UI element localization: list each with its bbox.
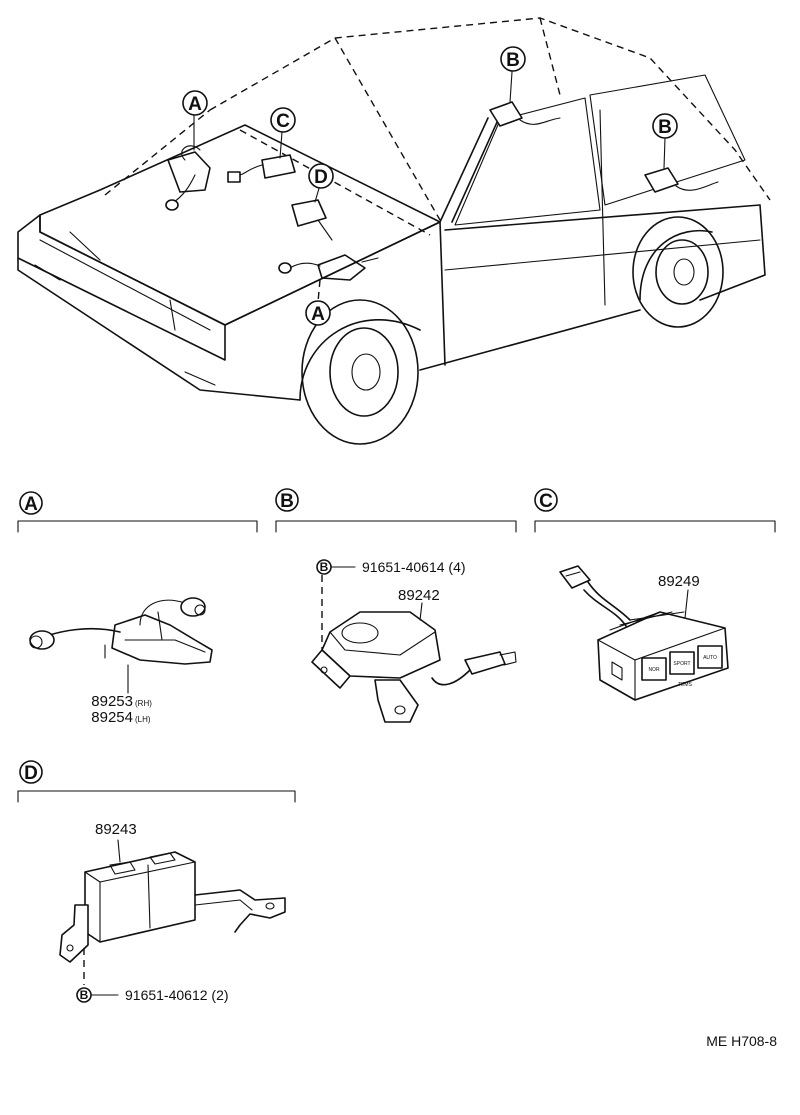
section-d: D 89243 B 91651-40612 (2) [17,760,296,1003]
svg-text:B: B [506,50,520,71]
part-side-rh: (RH) [135,699,152,708]
callout-d: D [308,163,334,189]
svg-text:B: B [658,117,672,138]
tems-switch-drawing: NOR SPORT AUTO TEMS [597,611,729,701]
car-sensor-a-top [165,114,211,211]
switch-label-auto: AUTO [703,655,717,661]
drawing-code: ME H708-8 [706,1033,777,1049]
car-illustration: A C D A B B [17,17,771,445]
height-sensor-drawing [29,597,213,665]
callout-b-rear: B [652,113,678,139]
callout-a-bottom: A [305,300,331,326]
section-a: A 89253 (RH) 89254 (LH) [17,491,258,726]
section-a-label: A [24,494,38,515]
switch-panel-label: TEMS [678,682,693,688]
svg-text:A: A [188,94,202,115]
svg-text:D: D [314,167,328,188]
section-d-label: D [24,763,38,784]
part-number-89242: 89242 [398,587,440,604]
section-d-bolt-marker: B [80,988,89,1002]
svg-text:A: A [311,304,325,325]
section-d-bolt-ref: 91651-40612 (2) [125,987,229,1003]
section-b: B B 91651-40614 (4) 89242 [275,488,517,723]
section-c: C NOR SPORT AUTO TEMS 89249 [534,488,776,701]
part-number-89254: 89254 [91,709,133,726]
suspension-computer-drawing [59,839,286,963]
callout-b-roof: B [500,46,526,72]
part-number-89253: 89253 [91,693,133,710]
car-computer-d [291,184,333,241]
section-b-label: B [280,491,294,512]
car-actuator-b-roof [489,71,561,127]
suspension-actuator-drawing [311,602,517,723]
car-switch-c [227,131,296,183]
part-side-lh: (LH) [135,715,151,724]
svg-text:C: C [276,111,290,132]
callout-c: C [270,107,296,133]
callout-a-top: A [182,90,208,116]
part-number-89249: 89249 [658,573,700,590]
section-b-bolt-ref: 91651-40614 (4) [362,559,466,575]
section-b-bolt-marker: B [320,560,329,574]
switch-label-nor: NOR [648,667,660,673]
car-sensor-a-bottom [278,254,379,303]
part-number-89243: 89243 [95,821,137,838]
car-actuator-b-rear [644,137,719,193]
section-c-label: C [539,491,553,512]
switch-label-sport: SPORT [673,661,690,667]
